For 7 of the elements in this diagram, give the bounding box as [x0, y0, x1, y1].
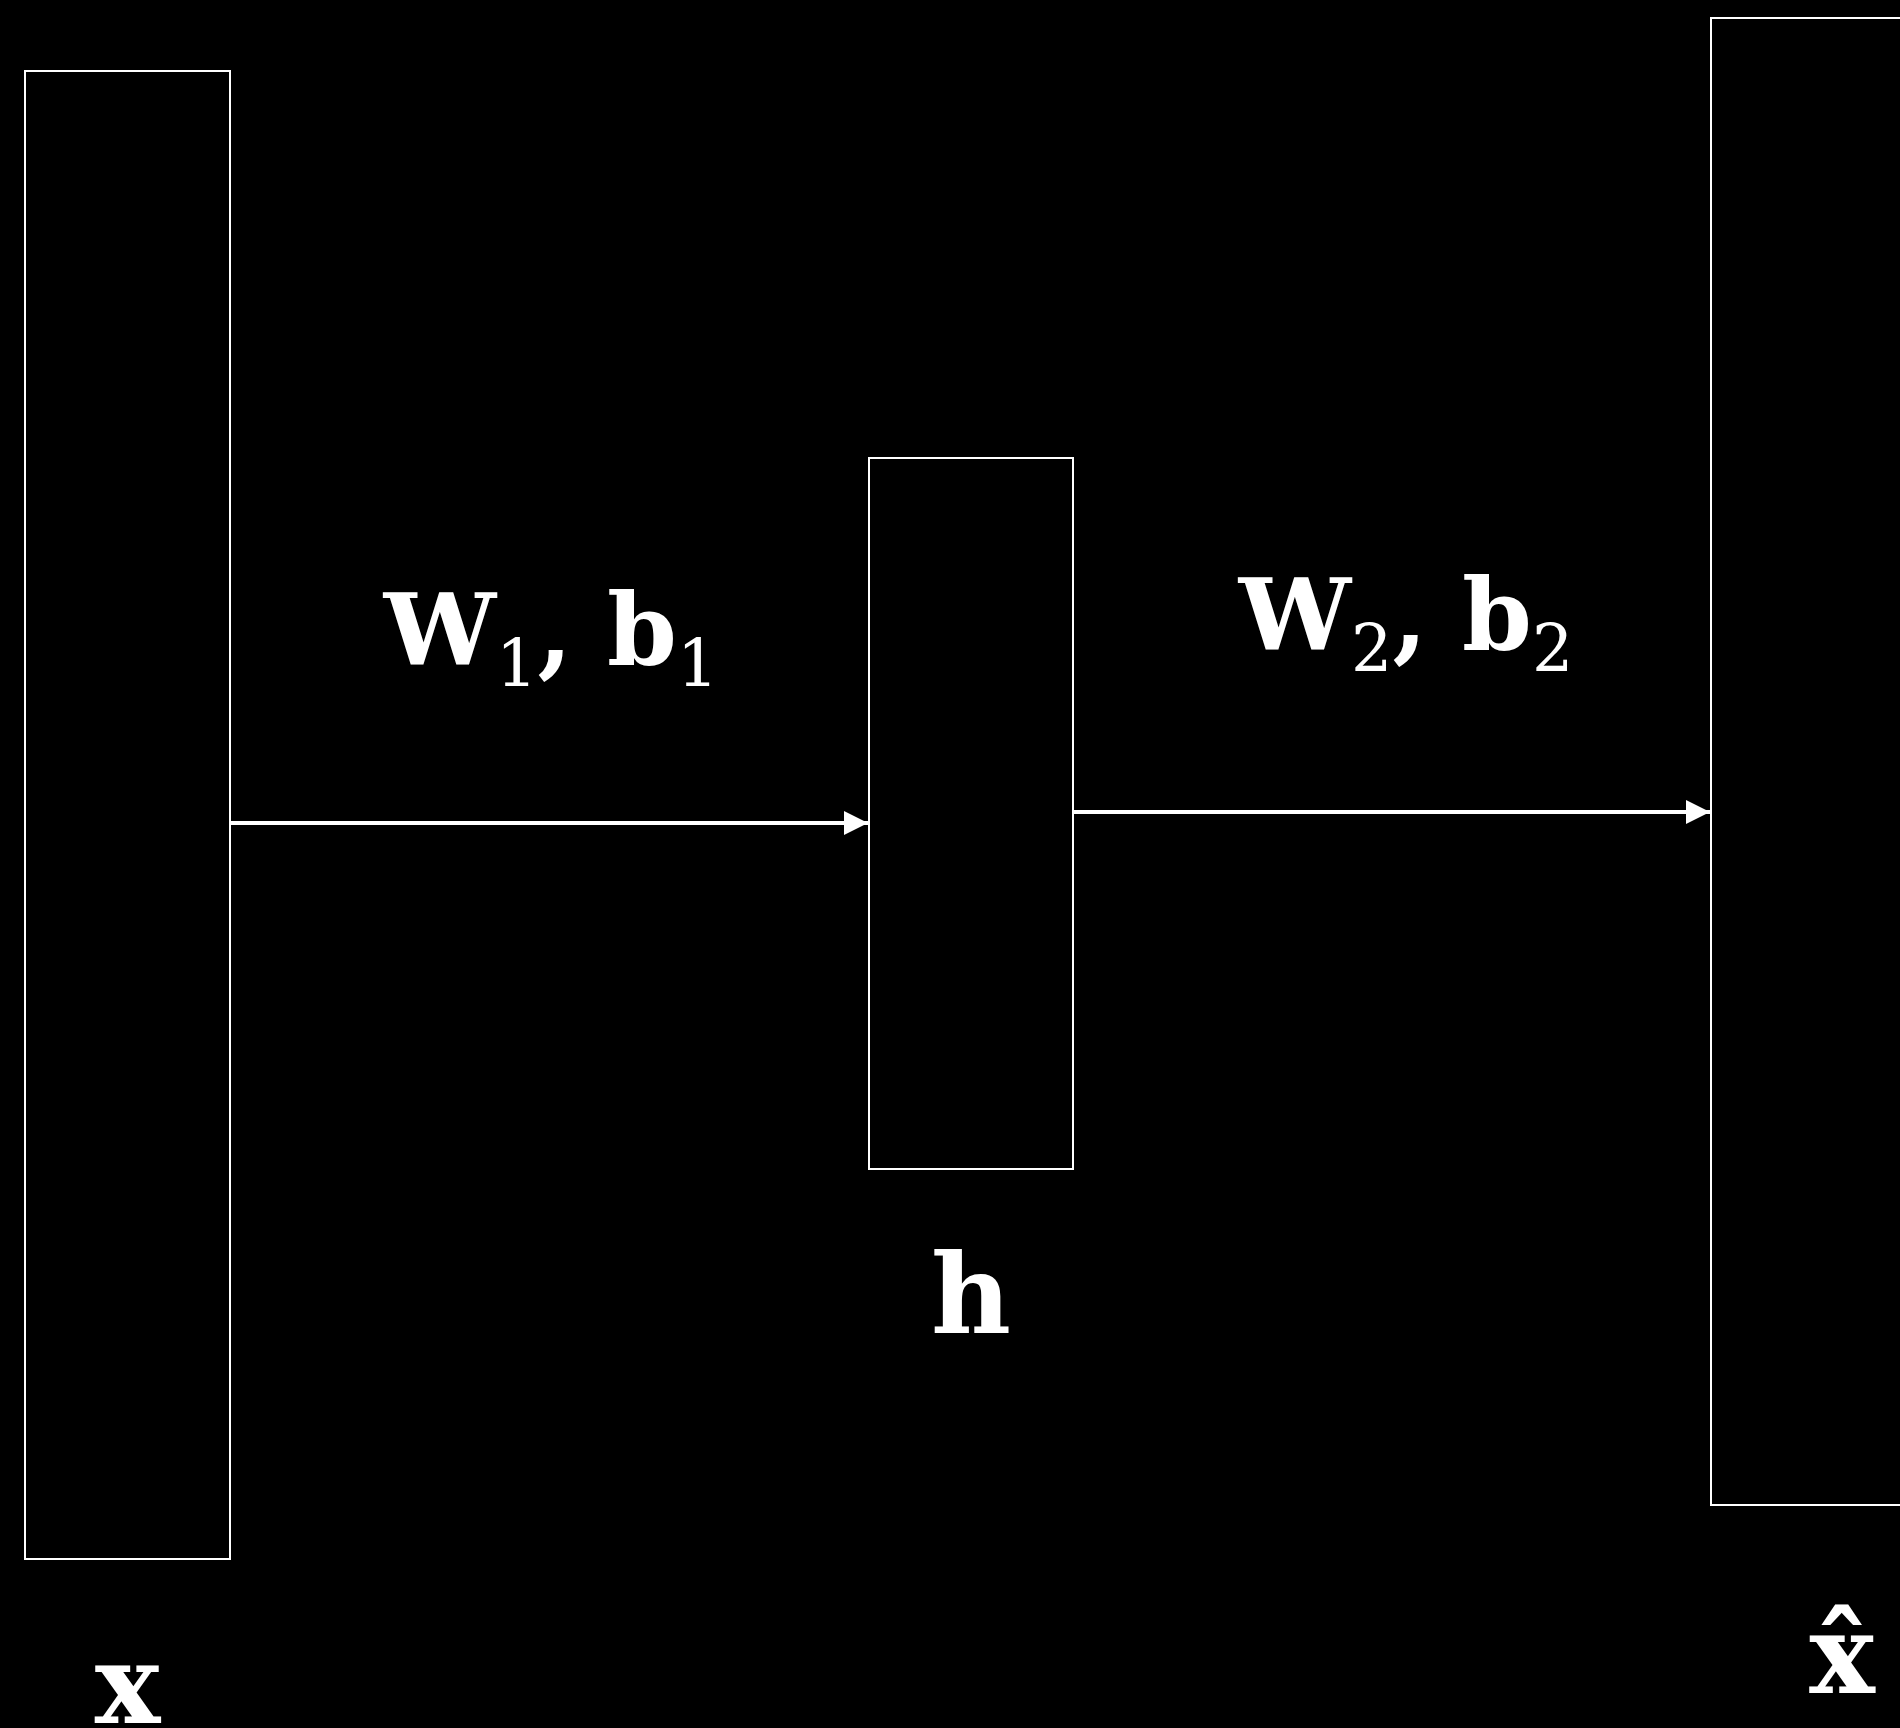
edge-label: W$_{2}$, b$_{2}$ [1238, 565, 1574, 681]
edge-label: W$_{1}$, b$_{1}$ [383, 580, 719, 696]
arrow [231, 811, 868, 835]
vector-label: x̂ [1809, 1600, 1875, 1710]
arrow [1074, 800, 1710, 824]
vector-label: x [94, 1630, 161, 1728]
vector-label: h [931, 1240, 1011, 1350]
